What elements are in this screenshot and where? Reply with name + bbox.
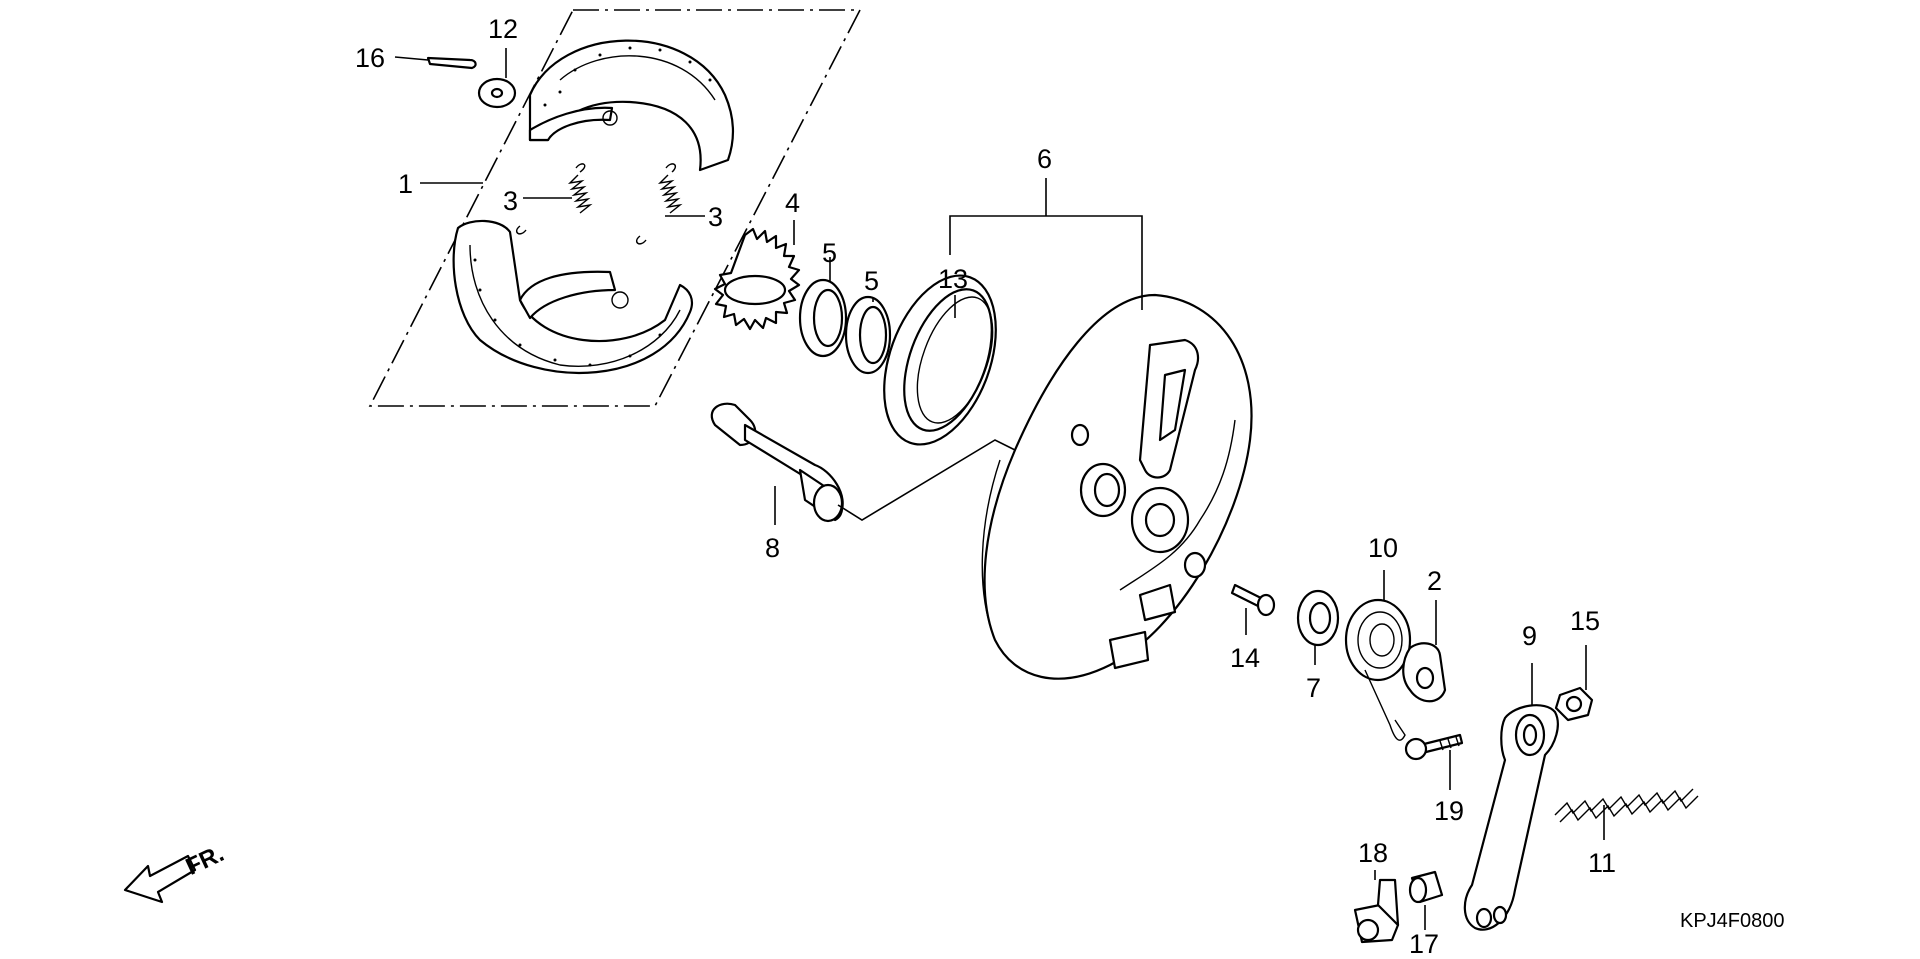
brake-cam[interactable]	[710, 402, 844, 523]
callout-14: 14	[1230, 643, 1260, 673]
indicator-plate[interactable]	[1402, 642, 1447, 703]
bolt-14[interactable]	[1230, 583, 1276, 617]
callout-10: 10	[1368, 533, 1398, 563]
joint-nut-18[interactable]	[1353, 878, 1400, 944]
washer-12[interactable]	[477, 77, 517, 109]
bolt-19[interactable]	[1404, 733, 1464, 761]
shoe-spring-left[interactable]	[516, 163, 593, 235]
callout-18: 18	[1358, 838, 1388, 868]
callout-3-right: 3	[708, 202, 723, 232]
brake-panel[interactable]	[981, 293, 1253, 680]
brake-shoe-upper[interactable]	[528, 39, 735, 172]
leader-lines	[394, 48, 1605, 930]
diagram-code: KPJ4F0800	[1680, 910, 1785, 932]
callout-11: 11	[1588, 848, 1616, 878]
callout-5-left: 5	[822, 238, 837, 268]
callout-5-right: 5	[864, 266, 879, 296]
callout-6: 6	[1037, 144, 1052, 174]
callout-9: 9	[1522, 621, 1537, 651]
callout-16: 16	[355, 43, 385, 73]
callout-4: 4	[785, 188, 800, 218]
callout-19: 19	[1434, 796, 1464, 826]
callout-2: 2	[1427, 566, 1442, 596]
callout-3-left: 3	[503, 186, 518, 216]
nut-15[interactable]	[1554, 686, 1594, 722]
wear-indicator-gear[interactable]	[713, 227, 801, 331]
coil-spring-11[interactable]	[1554, 788, 1699, 823]
dust-seal[interactable]	[863, 260, 1017, 460]
return-spring[interactable]	[1344, 598, 1412, 741]
brake-shoe-lower[interactable]	[452, 219, 694, 374]
callout-15: 15	[1570, 606, 1600, 636]
callout-1: 1	[398, 169, 413, 199]
callout-17: 17	[1409, 929, 1439, 959]
felt-seal-b[interactable]	[844, 295, 892, 375]
cotter-pin[interactable]	[426, 56, 477, 70]
joint-pin-17[interactable]	[1408, 870, 1444, 904]
front-direction-arrow: FR.	[123, 840, 228, 904]
callout-12: 12	[488, 14, 518, 44]
shoe-spring-right[interactable]	[636, 163, 683, 245]
washer-7[interactable]	[1296, 589, 1340, 647]
callout-8: 8	[765, 533, 780, 563]
shoe-group-frame	[368, 9, 862, 407]
felt-seal-a[interactable]	[798, 278, 848, 358]
brake-arm[interactable]	[1463, 704, 1559, 931]
callout-7: 7	[1306, 673, 1321, 703]
leader-cam-to-panel	[837, 439, 1016, 521]
callout-13: 13	[938, 264, 968, 294]
